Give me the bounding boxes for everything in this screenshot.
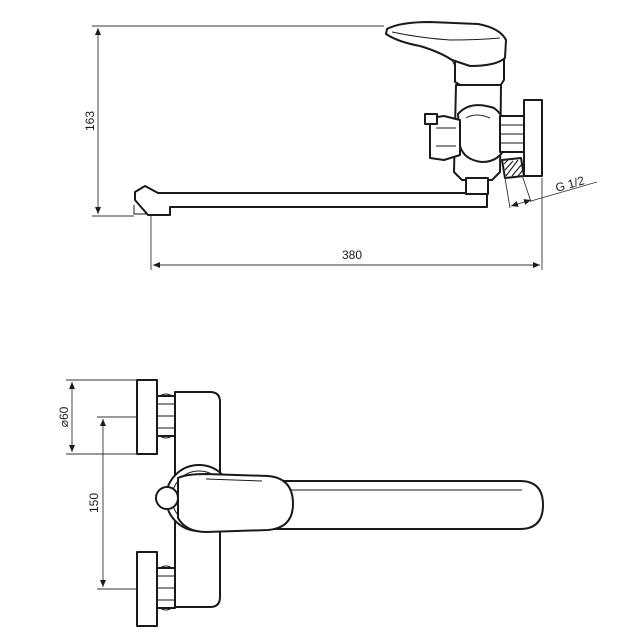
side-lever-handle (385, 21, 507, 67)
side-thread-hatch (503, 159, 524, 177)
length-dimension-label: 380 (342, 248, 362, 262)
center-distance-label: 150 (87, 493, 101, 513)
side-mixer-body (424, 57, 508, 195)
side-thread-callout: G 1/2 (504, 173, 598, 209)
front-lever-handle (177, 473, 294, 533)
flange-diameter-label: ⌀60 (57, 406, 71, 427)
front-bottom-flange (136, 551, 176, 627)
front-spout (249, 480, 544, 530)
front-view: ⌀60 150 (57, 379, 544, 627)
side-spout (133, 185, 488, 216)
side-height-dimension: 163 (83, 25, 384, 217)
side-length-dimension: 380 (150, 178, 543, 270)
front-top-flange (136, 379, 176, 455)
side-wall-connection (499, 99, 543, 179)
front-center-distance-dimension: 150 (87, 416, 137, 590)
side-view: 163 380 G 1/2 (83, 21, 598, 270)
thread-size-label: G 1/2 (554, 173, 586, 195)
height-dimension-label: 163 (83, 111, 97, 131)
